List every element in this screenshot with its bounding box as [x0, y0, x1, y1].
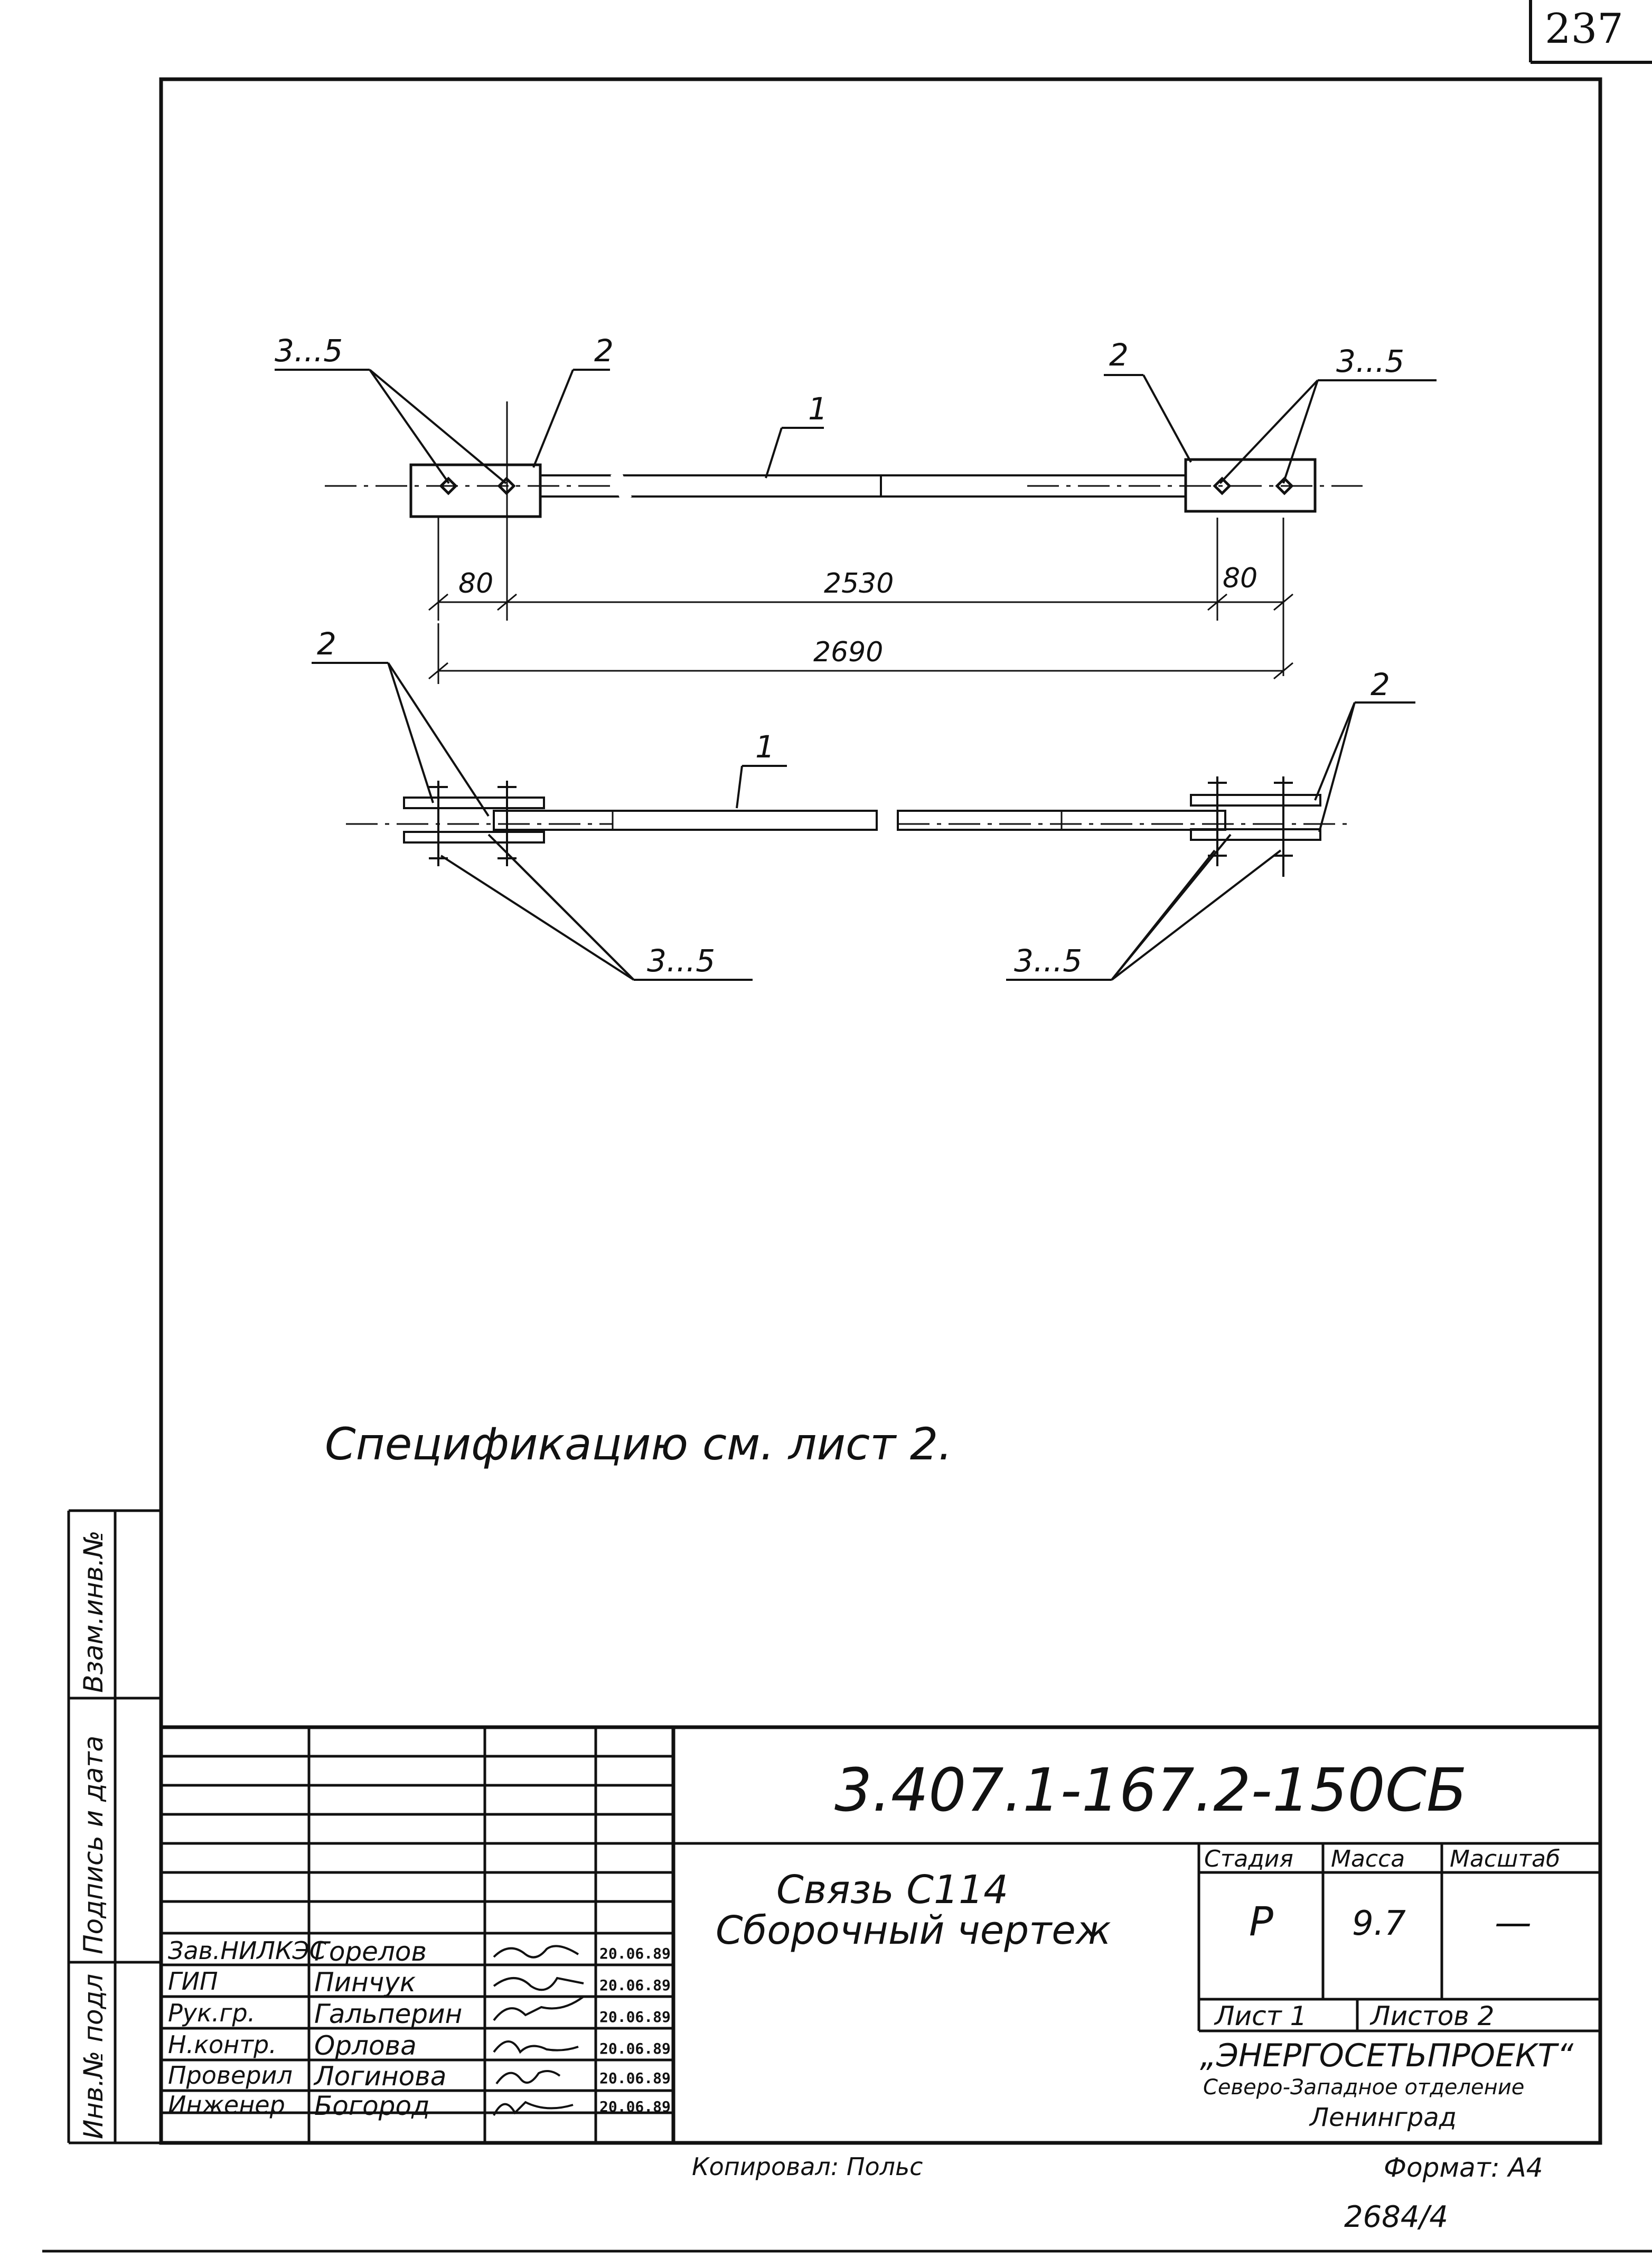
document-designation: 3.407.1-167.2-150СБ: [834, 1756, 1467, 1825]
signature-date: 20.06.89: [599, 1976, 671, 1994]
callout-bottom-rod: 1: [755, 729, 775, 765]
signature-role: Зав.НИЛКЭС: [168, 1936, 326, 1965]
organization-city: Ленинград: [1310, 2103, 1457, 2132]
signature-date: 20.06.89: [599, 2098, 671, 2115]
dimension-left-80: 80: [458, 568, 494, 599]
organization-branch: Северо-Западное отделение: [1203, 2075, 1525, 2100]
signature-date: 20.06.89: [599, 2008, 671, 2026]
signature-name: Гальперин: [314, 1999, 463, 2029]
signature-name: Горелов: [314, 1936, 427, 1967]
sheet-count: Листов 2: [1371, 2001, 1495, 2031]
dimension-right-80: 80: [1223, 563, 1258, 594]
callout-top-right-fasteners: 3...5: [1336, 343, 1405, 379]
scale-header: Масштаб: [1450, 1846, 1561, 1872]
scale-value: —: [1495, 1901, 1532, 1944]
specification-note: Спецификацию см. лист 2.: [325, 1418, 953, 1470]
dimension-2690: 2690: [813, 636, 884, 668]
signature-role: Н.контр.: [168, 2030, 277, 2059]
document-title-line1: Связь С114: [776, 1867, 1009, 1913]
sheet-number: Лист 1: [1215, 2001, 1307, 2031]
side-stamp-grid: [67, 1509, 161, 2144]
signature-date: 20.06.89: [599, 1945, 671, 1962]
signature-scribbles: [493, 1945, 585, 2116]
callout-bottom-left-plate: 2: [317, 626, 336, 662]
signature-name: Логинова: [314, 2061, 447, 2092]
signature-date: 20.06.89: [599, 2040, 671, 2057]
archive-number: 2684/4: [1344, 2200, 1449, 2234]
stage-value: Р: [1249, 1898, 1273, 1945]
top-view: [275, 369, 1437, 684]
signature-role: Рук.гр.: [168, 1999, 256, 2027]
callout-top-right-plate: 2: [1109, 337, 1129, 373]
signature-name: Пинчук: [314, 1967, 416, 1998]
title-block-grid: [161, 1725, 1600, 2143]
side-view: [312, 662, 1415, 981]
side-stamp-podpis-data: Подпись и дата: [78, 1735, 109, 1954]
dimension-2530: 2530: [824, 568, 894, 599]
callout-top-left-plate: 2: [594, 333, 614, 369]
signature-role: Проверил: [168, 2061, 293, 2090]
sheet-frame: [159, 77, 1602, 2145]
signature-role: Инженер: [168, 2091, 285, 2119]
mass-value: 9.7: [1352, 1904, 1406, 1943]
signature-role: ГИП: [168, 1967, 218, 1996]
mass-header: Масса: [1331, 1846, 1405, 1872]
left-plate-top: [409, 463, 542, 518]
rod-side-left: [493, 810, 878, 831]
document-title-line2: Сборочный чертеж: [716, 1908, 1111, 1953]
callout-bottom-left-fasteners: 3...5: [647, 943, 716, 979]
signature-name: Орлова: [314, 2030, 417, 2061]
organization-name: „ЭНЕРГОСЕТЬПРОЕКТ“: [1200, 2037, 1574, 2074]
stage-header: Стадия: [1204, 1846, 1293, 1872]
signature-name: Богород: [314, 2091, 430, 2121]
side-stamp-inv-podl: Инв.№ подл: [78, 1973, 109, 2139]
callout-bottom-right-plate: 2: [1371, 667, 1390, 702]
signature-date: 20.06.89: [599, 2069, 671, 2087]
copied-by: Копировал: Польс: [692, 2152, 923, 2181]
side-stamp-vzam-inv: Взам.инв.№: [78, 1530, 109, 1693]
paper-format: Формат: А4: [1384, 2152, 1543, 2183]
callout-top-left-fasteners: 3...5: [275, 333, 343, 369]
callout-top-rod: 1: [808, 391, 828, 427]
page-number: 237: [1545, 5, 1623, 53]
callout-bottom-right-fasteners: 3...5: [1014, 943, 1083, 979]
